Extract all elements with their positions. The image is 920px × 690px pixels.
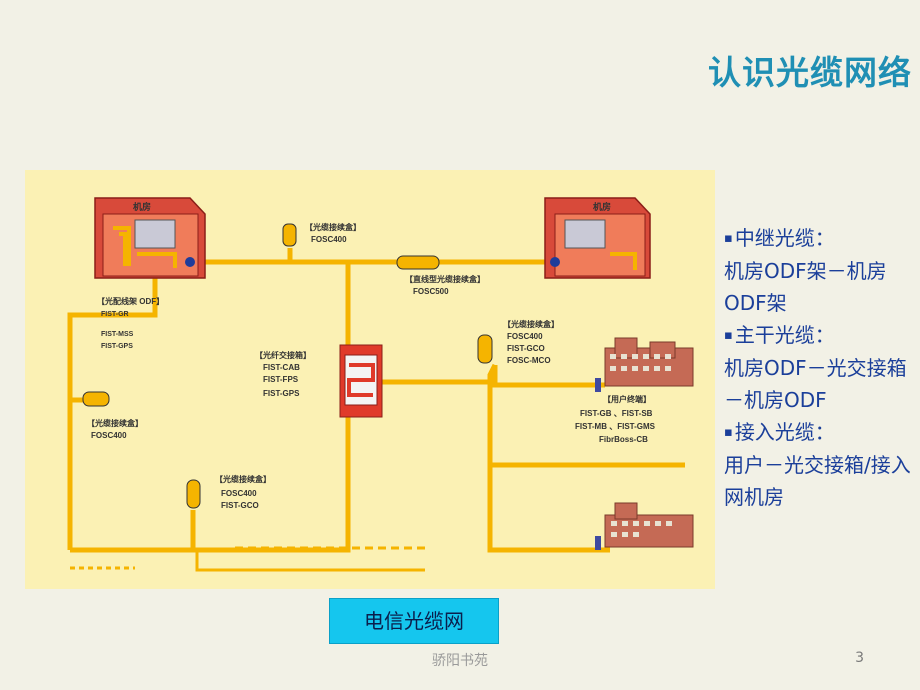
room-left-label: 机房 bbox=[133, 201, 151, 212]
svg-text:FIST-GPS: FIST-GPS bbox=[263, 389, 300, 398]
user-buildings-top: 【用户终端】 FIST-GB 、FIST-SB FIST-MB 、FIST-GM… bbox=[575, 337, 694, 444]
svg-text:FIST-GPS: FIST-GPS bbox=[101, 343, 133, 350]
svg-text:FIST-GB 、FIST-SB: FIST-GB 、FIST-SB bbox=[580, 409, 653, 418]
page-number: 3 bbox=[855, 650, 864, 666]
bullet-desc-access: 用户－光交接箱/接入网机房 bbox=[724, 453, 911, 509]
svg-text:FOSC400: FOSC400 bbox=[311, 235, 347, 244]
svg-text:FOSC500: FOSC500 bbox=[413, 287, 449, 296]
svg-text:FIST-MB 、FIST-GMS: FIST-MB 、FIST-GMS bbox=[575, 422, 656, 431]
svg-text:【光缆接续盒】: 【光缆接续盒】 bbox=[503, 319, 559, 329]
machine-room-right: 机房 bbox=[544, 197, 651, 279]
odf-labels: 【光配线架 ODF】 FIST-GR FIST-MSS FIST-GPS bbox=[97, 296, 164, 350]
telecom-cable-network-button[interactable]: 电信光缆网 bbox=[329, 598, 499, 644]
fiber-network-diagram: 机房 机房 【直线型光缆接续盒】 FOSC500 【光缆接续盒】 FOSC400… bbox=[25, 170, 715, 589]
closure-left: 【光缆接续盒】 FOSC400 bbox=[82, 391, 143, 440]
svg-text:FOSC400: FOSC400 bbox=[507, 332, 543, 341]
straight-closure: 【直线型光缆接续盒】 FOSC500 bbox=[396, 255, 485, 296]
fiber-cross-box: 【光纤交接箱】 FIST-CAB FIST-FPS FIST-GPS bbox=[255, 344, 383, 418]
closure-mid: 【光缆接续盒】 FOSC400 FIST-GCO FOSC-MCO bbox=[477, 319, 559, 365]
svg-text:【光配线架 ODF】: 【光配线架 ODF】 bbox=[97, 296, 164, 306]
bullet-desc-trunk-relay: 机房ODF架－机房ODF架 bbox=[724, 259, 887, 315]
slide-title: 认识光缆网络 bbox=[708, 53, 912, 92]
cable-lines bbox=[67, 248, 685, 572]
svg-text:FOSC-MCO: FOSC-MCO bbox=[507, 356, 551, 365]
svg-text:【光缆接续盒】: 【光缆接续盒】 bbox=[305, 222, 361, 232]
svg-text:FIST-GCO: FIST-GCO bbox=[507, 344, 545, 353]
bullet-desc-backbone: 机房ODF－光交接箱－机房ODF bbox=[724, 356, 907, 412]
user-buildings-bottom bbox=[595, 502, 694, 550]
svg-text:【光缆接续盒】: 【光缆接续盒】 bbox=[215, 474, 271, 484]
svg-text:【直线型光缆接续盒】: 【直线型光缆接续盒】 bbox=[405, 274, 485, 284]
bullet-head-trunk-relay: 中继光缆： bbox=[724, 222, 920, 255]
svg-text:FibrBoss-CB: FibrBoss-CB bbox=[599, 435, 648, 444]
machine-room-left: 机房 bbox=[94, 197, 206, 279]
closure-top: 【光缆接续盒】 FOSC400 bbox=[282, 222, 361, 247]
bullet-head-access: 接入光缆： bbox=[724, 416, 920, 449]
room-right-label: 机房 bbox=[593, 201, 611, 212]
svg-text:【用户终端】: 【用户终端】 bbox=[603, 394, 651, 404]
cable-type-list: 中继光缆： 机房ODF架－机房ODF架 主干光缆： 机房ODF－光交接箱－机房O… bbox=[724, 222, 920, 513]
svg-text:【光纤交接箱】: 【光纤交接箱】 bbox=[255, 350, 311, 360]
footer-text: 骄阳书苑 bbox=[432, 653, 488, 669]
svg-text:FOSC400: FOSC400 bbox=[221, 489, 257, 498]
svg-text:FIST-FPS: FIST-FPS bbox=[263, 375, 299, 384]
svg-text:FOSC400: FOSC400 bbox=[91, 431, 127, 440]
svg-text:FIST-CAB: FIST-CAB bbox=[263, 363, 300, 372]
svg-text:FIST-GCO: FIST-GCO bbox=[221, 501, 259, 510]
bullet-head-backbone: 主干光缆： bbox=[724, 319, 920, 352]
svg-text:FIST-MSS: FIST-MSS bbox=[101, 331, 134, 338]
svg-text:【光缆接续盒】: 【光缆接续盒】 bbox=[87, 418, 143, 428]
closure-bottom: 【光缆接续盒】 FOSC400 FIST-GCO bbox=[186, 474, 271, 510]
svg-text:FIST-GR: FIST-GR bbox=[101, 311, 129, 318]
